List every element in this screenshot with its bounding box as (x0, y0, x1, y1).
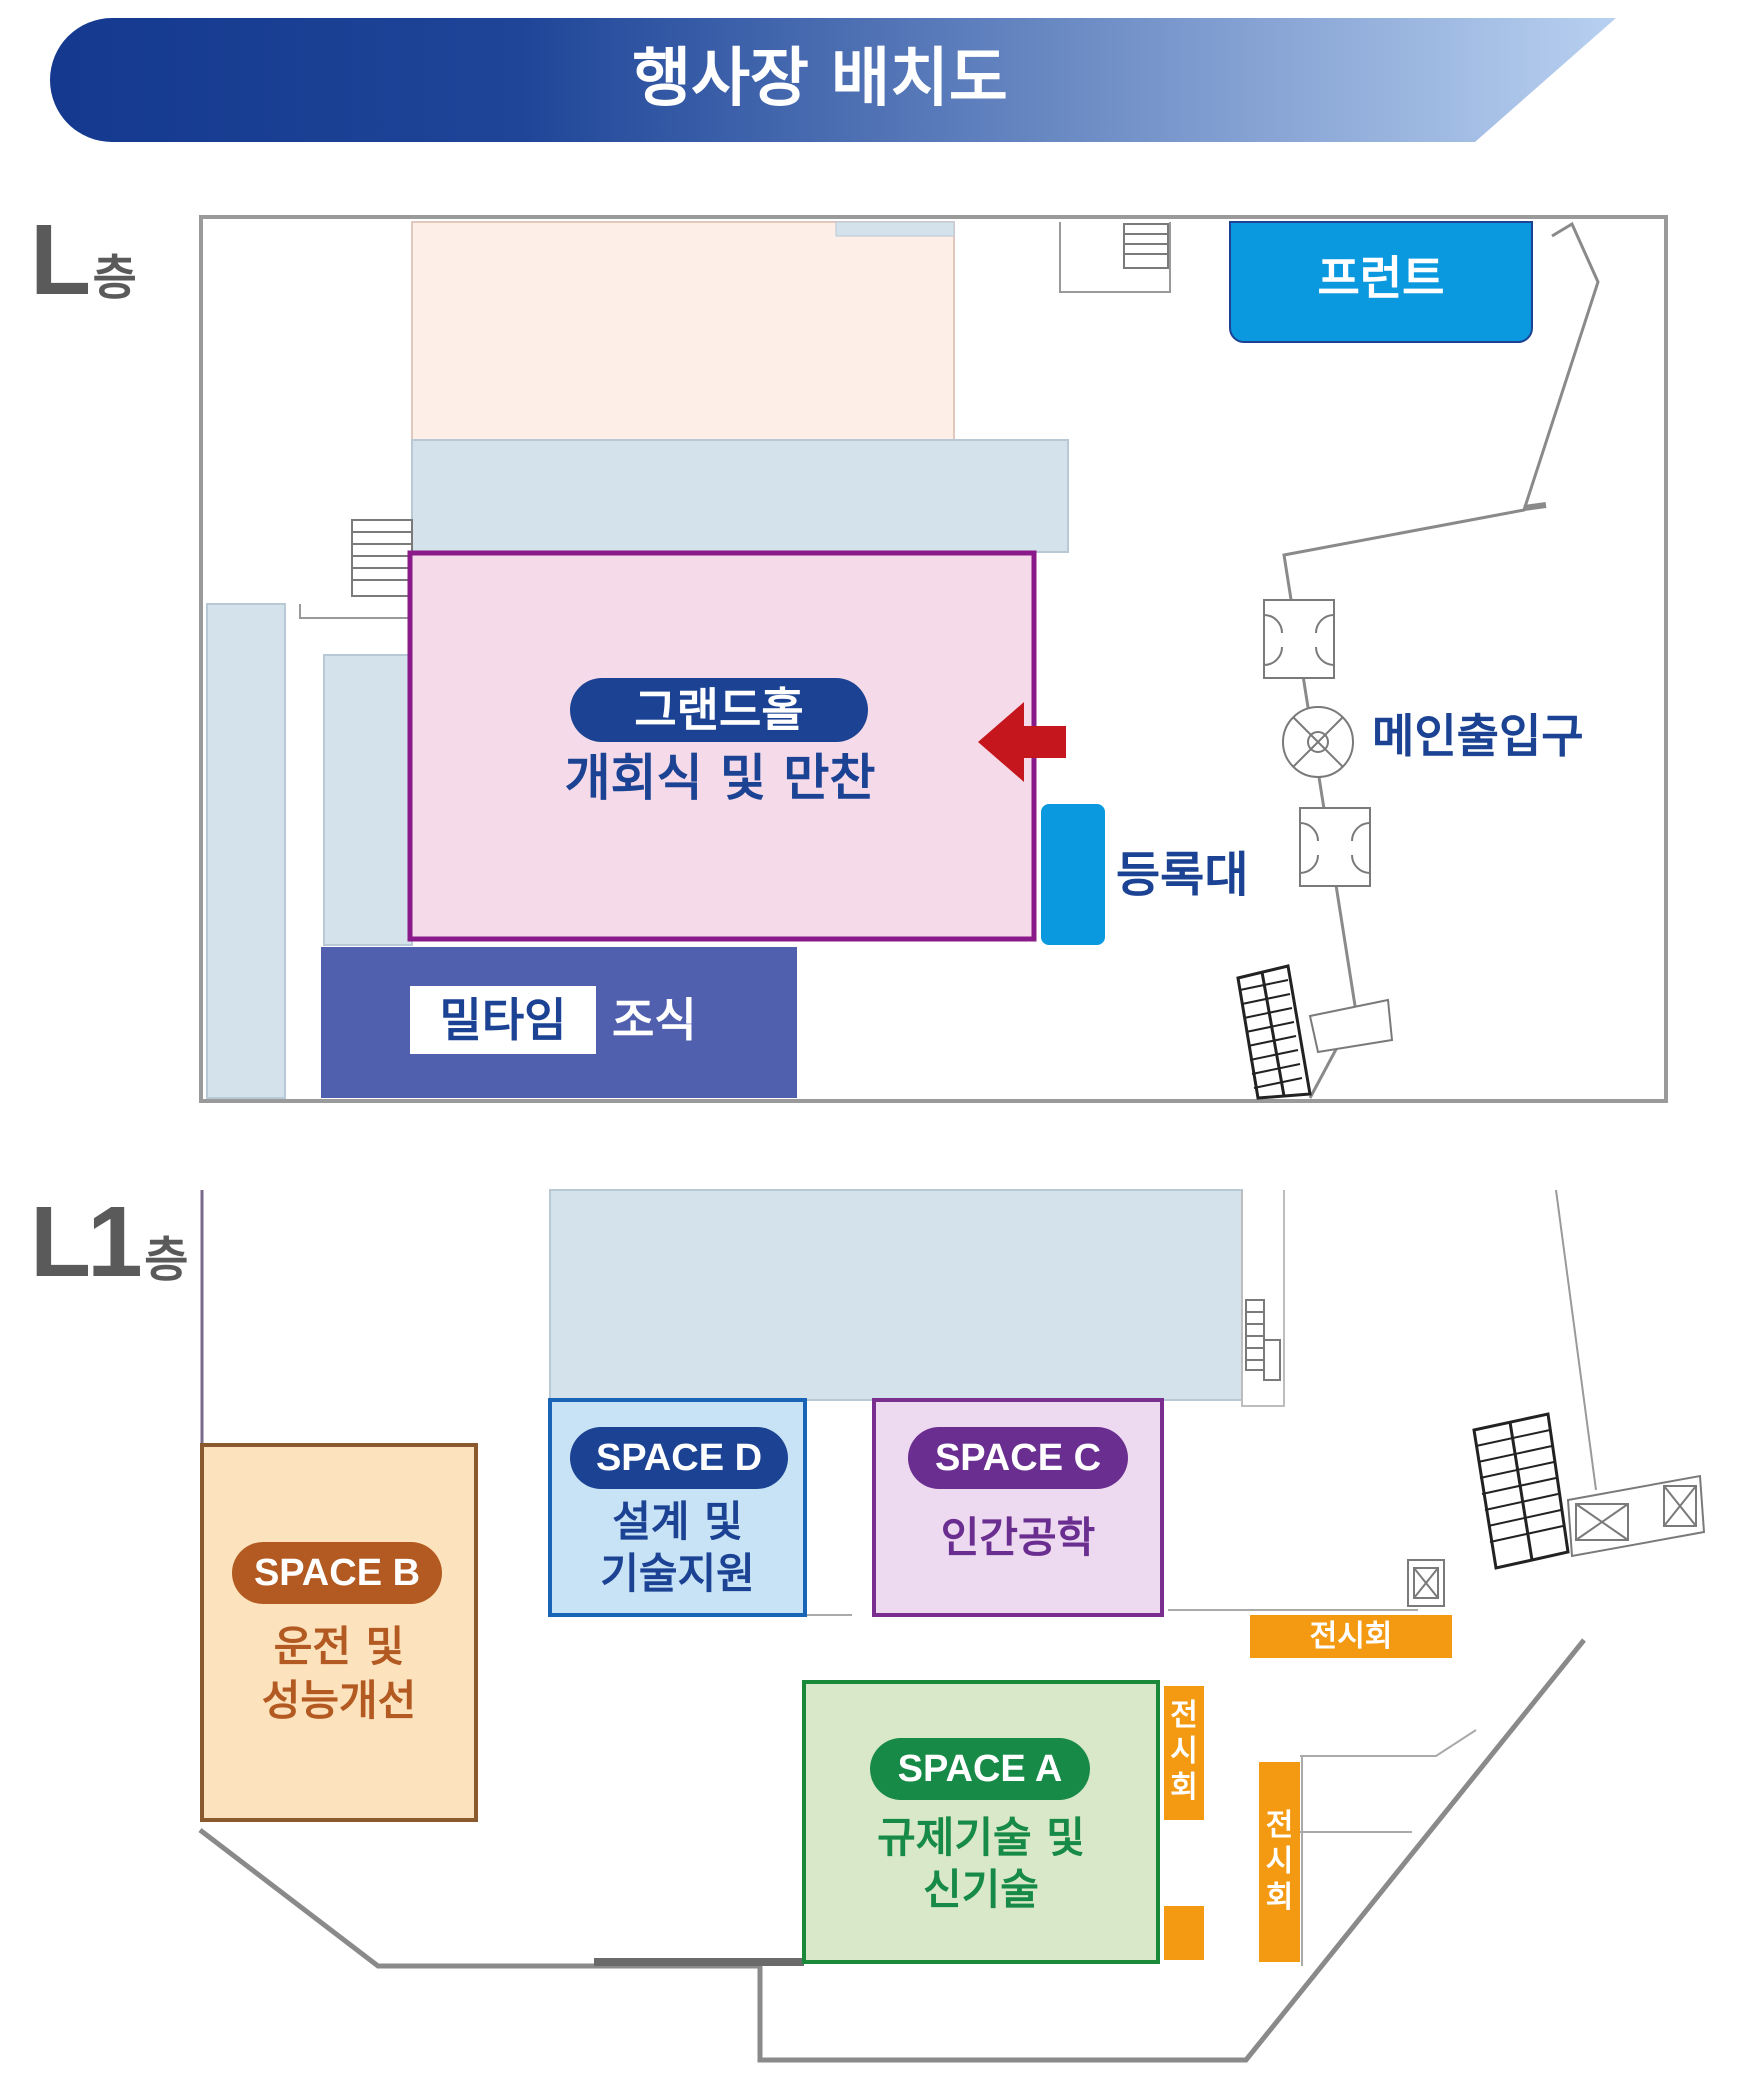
elevator-icon (1407, 1559, 1445, 1607)
title-banner (50, 18, 1616, 142)
peach-room (411, 221, 955, 441)
space-a-line2: 신기술 (923, 1865, 1039, 1914)
space-c-badge: SPACE C (908, 1427, 1128, 1489)
meal-label: 조식 (612, 993, 697, 1047)
revolving-door-icon (1282, 706, 1354, 778)
floor-l1-label: L1 층 (30, 1192, 188, 1292)
upper-band (411, 439, 1069, 553)
grand-hall-room (407, 550, 1037, 942)
wall-segment (1241, 1190, 1285, 1407)
space-a-badge: SPACE A (870, 1738, 1090, 1800)
arrow-icon (978, 702, 1066, 782)
left-strip (206, 603, 286, 1099)
space-c-line1: 인간공학 (940, 1513, 1096, 1562)
space-a-line1: 규제기술 및 (877, 1813, 1085, 1862)
front-desk (1229, 221, 1533, 343)
exhibit-booth-horizontal (1250, 1615, 1452, 1658)
space-b-room (200, 1443, 478, 1822)
floor-l1-letter: L1 (30, 1186, 143, 1298)
door-icon (1263, 599, 1335, 679)
space-b-badge: SPACE B (232, 1542, 442, 1604)
space-b-line2: 성능개선 (261, 1676, 417, 1725)
door-icon (1299, 807, 1371, 887)
building-outline (1523, 502, 1547, 511)
space-a-room (802, 1680, 1160, 1964)
upper-block (549, 1189, 1243, 1401)
stairs-icon (1245, 1299, 1281, 1381)
front-label: 프런트 (1317, 251, 1445, 305)
exhibit-label-horizontal: 전시회 (1309, 1619, 1393, 1654)
space-d-line1: 설계 및 (612, 1497, 743, 1546)
registration-label: 등록대 (1116, 847, 1249, 903)
small-gray-strip (835, 221, 955, 237)
space-b-line1: 운전 및 (273, 1622, 405, 1671)
banner-title: 행사장 배치도 (632, 42, 1008, 116)
space-d-badge: SPACE D (570, 1427, 788, 1489)
main-entrance-label: 메인출입구 (1372, 709, 1584, 763)
wall-segment (299, 604, 412, 619)
grand-hall-badge: 그랜드홀 (570, 678, 868, 742)
meal-badge: 밀타임 (410, 986, 596, 1054)
floor-l1-suffix: 층 (144, 1232, 189, 1288)
registration-desk (1041, 804, 1105, 945)
floor-l-label: L 층 (30, 210, 137, 310)
building-outline (1555, 1189, 1597, 1491)
floor-l-map (199, 215, 1668, 1103)
exhibit-label-vertical-1: 전시회 (1170, 1698, 1198, 1805)
grand-hall-subtitle: 개회식 및 만찬 (564, 749, 876, 807)
floor-l-letter: L (30, 204, 91, 316)
exhibit-label-vertical-2: 전시회 (1265, 1808, 1294, 1915)
space-d-line2: 기술지원 (600, 1549, 755, 1598)
exhibit-booth-small (1164, 1906, 1204, 1960)
wall-segment (1168, 1609, 1477, 1833)
elevator-icon (1566, 1474, 1706, 1558)
escalator-icon (1236, 964, 1394, 1100)
wall-segment (1059, 222, 1171, 293)
building-outline (198, 1638, 1586, 2063)
stairs-icon (1123, 223, 1169, 269)
exhibit-booth-vertical-1 (1164, 1686, 1204, 1820)
second-strip (323, 654, 413, 946)
escalator-icon (1472, 1412, 1570, 1570)
floor-l-suffix: 층 (92, 250, 137, 306)
exhibit-booth-vertical-2 (1259, 1762, 1300, 1962)
